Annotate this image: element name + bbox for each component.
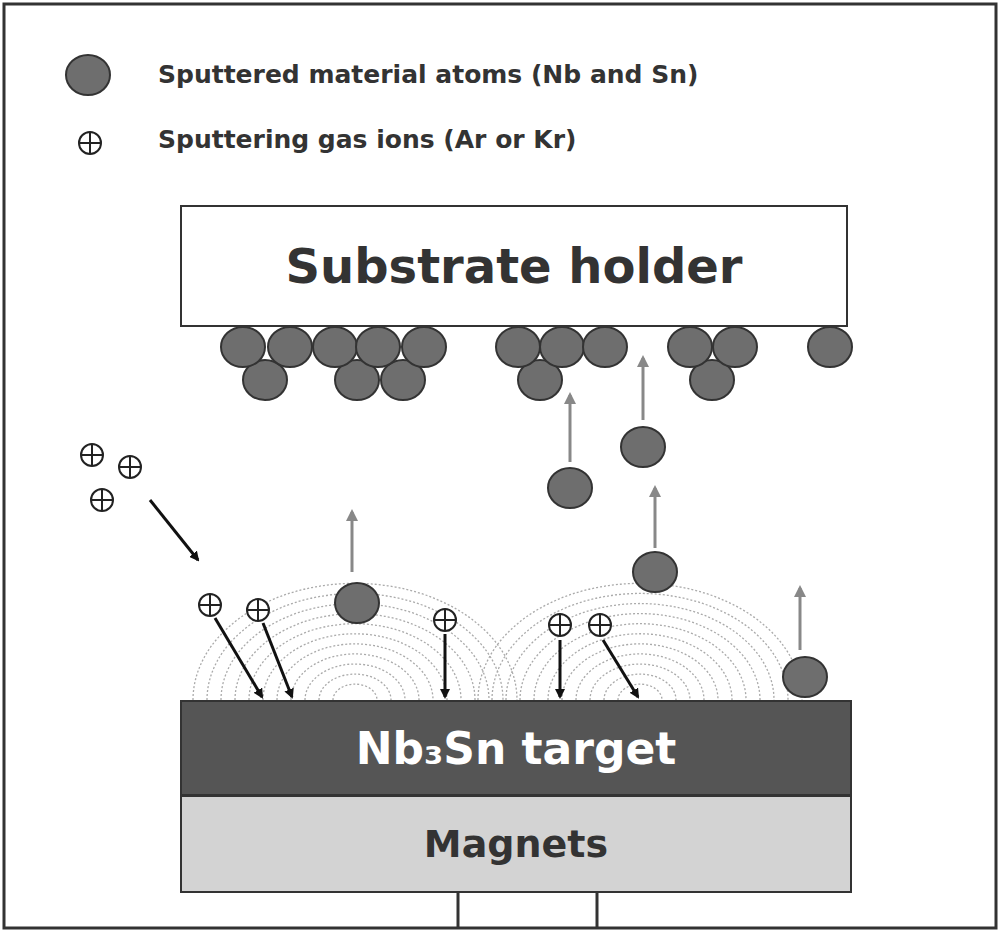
- field-line: [319, 674, 391, 700]
- atom: [66, 55, 110, 95]
- field-line: [249, 624, 461, 700]
- ion: [79, 132, 101, 154]
- ion-plus: [209, 594, 211, 616]
- field-line: [291, 654, 419, 700]
- ion-arrow: [603, 640, 638, 697]
- atom: [221, 327, 265, 367]
- stand: [457, 893, 460, 928]
- ion-arrow: [150, 500, 198, 560]
- atom-arrow: [654, 488, 657, 548]
- field-line: [604, 674, 676, 700]
- sputtered-atoms: [66, 55, 852, 697]
- legend-text: Sputtered material atoms (Nb and Sn): [158, 60, 698, 89]
- atom: [356, 327, 400, 367]
- target-block: Nb₃Sn target: [180, 700, 852, 796]
- field-line: [478, 583, 802, 700]
- field-line: [576, 654, 704, 700]
- node-label: Nb₃Sn target: [356, 723, 677, 774]
- field-line: [492, 593, 788, 700]
- ion-plus: [129, 456, 131, 478]
- atom: [583, 327, 627, 367]
- ion: [247, 599, 269, 621]
- ion-plus: [101, 489, 103, 511]
- node-label: Substrate holder: [285, 238, 742, 294]
- magnetic-field-lines: [193, 583, 802, 700]
- atom-arrow: [642, 358, 645, 420]
- ion-plus: [599, 614, 601, 636]
- ion: [119, 456, 141, 478]
- atom: [621, 427, 665, 467]
- ion-arrow: [263, 623, 292, 697]
- atom: [783, 657, 827, 697]
- ion: [91, 489, 113, 511]
- field-line: [548, 634, 732, 700]
- field-line: [618, 684, 662, 700]
- legend-text: Sputtering gas ions (Ar or Kr): [158, 125, 576, 154]
- atom: [335, 583, 379, 623]
- atom-arrow: [799, 588, 802, 650]
- atom: [548, 468, 592, 508]
- ion-arrow: [444, 634, 447, 697]
- atom: [633, 552, 677, 592]
- field-line: [506, 604, 774, 700]
- atom: [402, 327, 446, 367]
- atom: [668, 327, 712, 367]
- field-line: [333, 684, 377, 700]
- ion-plus: [444, 609, 446, 631]
- atom: [313, 327, 357, 367]
- substrate-holder: Substrate holder: [180, 205, 848, 327]
- ion: [434, 609, 456, 631]
- atom: [808, 327, 852, 367]
- atom-arrow: [351, 512, 354, 572]
- atom: [268, 327, 312, 367]
- ion-plus: [91, 444, 93, 466]
- atom: [713, 327, 757, 367]
- ion-arrow: [559, 640, 562, 697]
- field-line: [277, 644, 433, 700]
- ion: [589, 614, 611, 636]
- motion-arrows: [150, 358, 800, 697]
- stand: [596, 893, 599, 928]
- field-line: [520, 614, 760, 700]
- field-line: [305, 664, 405, 700]
- node-label: Magnets: [424, 822, 608, 866]
- ion-plus: [89, 132, 91, 154]
- magnets-block: Magnets: [180, 795, 852, 893]
- field-line: [590, 664, 690, 700]
- ion-plus: [559, 614, 561, 636]
- frame: [4, 4, 996, 928]
- ion-plus: [257, 599, 259, 621]
- atom: [540, 327, 584, 367]
- ion-arrow: [215, 618, 262, 697]
- ion: [199, 594, 221, 616]
- field-line: [193, 583, 517, 700]
- atom: [496, 327, 540, 367]
- ion: [549, 614, 571, 636]
- atom-arrow: [569, 395, 572, 462]
- field-line: [562, 644, 718, 700]
- ion: [81, 444, 103, 466]
